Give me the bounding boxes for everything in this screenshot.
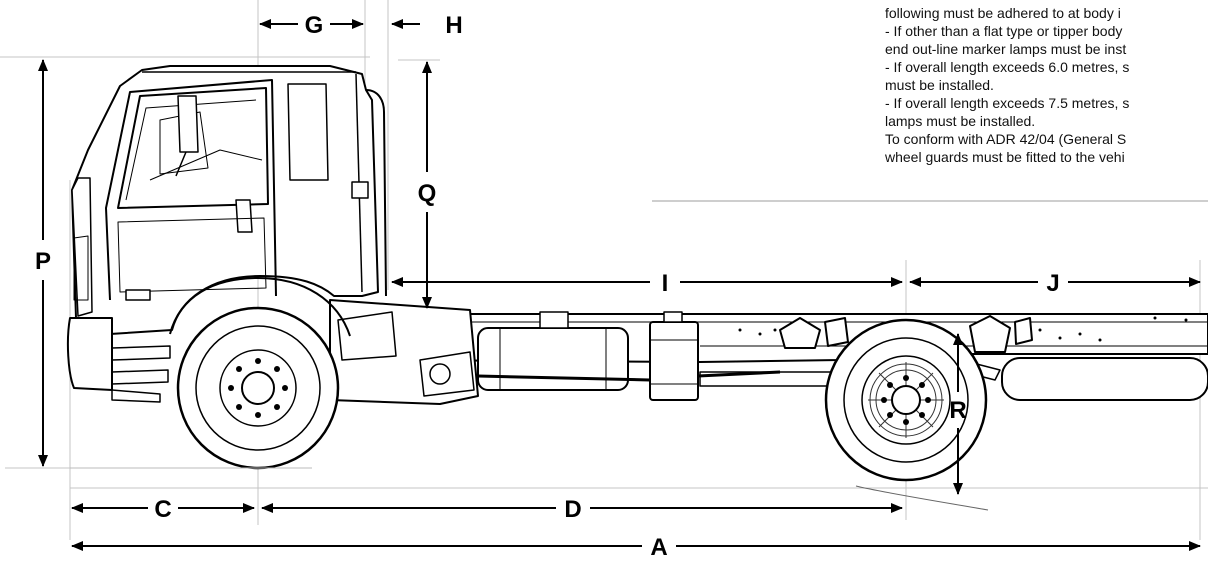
- dimension-label-g: G: [305, 12, 324, 39]
- fuel-tank: [477, 311, 629, 391]
- engine-transmission: [329, 299, 781, 405]
- note-line: following must be adhered to at body i: [885, 5, 1121, 21]
- dimension-label-d: D: [564, 496, 581, 523]
- note-line: - If overall length exceeds 6.0 metres, …: [885, 59, 1130, 75]
- dimension-label-r: R: [949, 397, 966, 424]
- note-line: end out-line marker lamps must be inst: [885, 41, 1127, 57]
- dimension-labels: G H P Q I J R C D A: [35, 12, 1060, 561]
- dimension-label-h: H: [445, 12, 462, 39]
- dimension-label-a: A: [650, 534, 667, 561]
- note-line: To conform with ADR 42/04 (General S: [885, 131, 1127, 147]
- note-line: lamps must be installed.: [885, 113, 1036, 129]
- battery-box: [649, 311, 699, 401]
- dimension-label-p: P: [35, 248, 51, 275]
- dimension-label-i: I: [662, 270, 669, 297]
- dimension-label-c: C: [154, 496, 171, 523]
- dimension-label-j: J: [1046, 270, 1059, 297]
- rear-spare-carrier: [1001, 357, 1208, 401]
- dimension-lines: [38, 19, 1201, 551]
- front-wheel: [176, 306, 340, 470]
- note-line: wheel guards must be fitted to the vehi: [885, 149, 1125, 165]
- note-line: - If other than a flat type or tipper bo…: [885, 23, 1123, 39]
- dimension-label-q: Q: [418, 180, 437, 207]
- cab: [66, 65, 387, 403]
- rear-wheel: [824, 318, 989, 511]
- body-requirements-note: following must be adhered to at body i -…: [885, 4, 1208, 166]
- note-line: - If overall length exceeds 7.5 metres, …: [885, 95, 1130, 111]
- note-line: must be installed.: [885, 77, 994, 93]
- truck-illustration: [66, 65, 1208, 511]
